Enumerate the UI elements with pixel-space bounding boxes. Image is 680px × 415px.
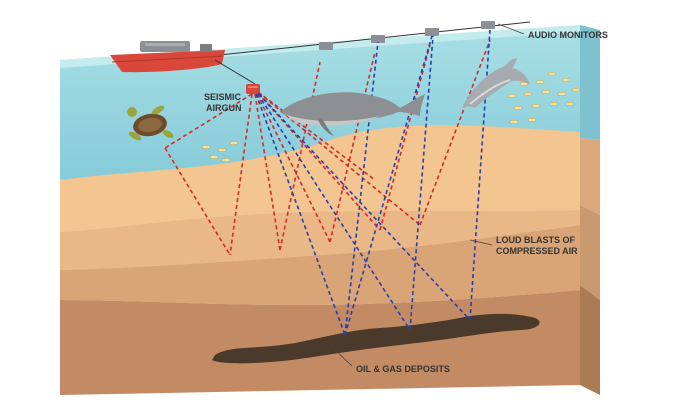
- turtle-icon: [127, 105, 174, 141]
- hydrophone-cable: [209, 21, 531, 57]
- label-seismic-line1: SEISMIC: [204, 92, 242, 102]
- block-side-faces: [580, 25, 600, 395]
- label-loud-blasts-line1: LOUD BLASTS OF: [496, 235, 575, 245]
- ship-icon: [110, 41, 225, 73]
- label-seismic-line2: AIRGUN: [206, 103, 242, 113]
- label-loud-blasts-line2: COMPRESSED AIR: [496, 246, 578, 256]
- sediment-layer-lower: [60, 210, 580, 270]
- sediment-layer-upper: [60, 125, 580, 232]
- fish-school-icon: [201, 71, 581, 163]
- hydrophone-icon: [319, 21, 495, 50]
- airgun-icon: [214, 59, 260, 94]
- label-audio-monitors: AUDIO MONITORS: [528, 30, 608, 40]
- whale-icon: [280, 92, 425, 136]
- reflected-waves: [255, 29, 491, 336]
- label-oil-gas-deposits: OIL & GAS DEPOSITS: [356, 364, 450, 374]
- oil-gas-deposit: [212, 313, 540, 364]
- label-leaders: [329, 23, 525, 367]
- dolphin-icon: [462, 58, 530, 108]
